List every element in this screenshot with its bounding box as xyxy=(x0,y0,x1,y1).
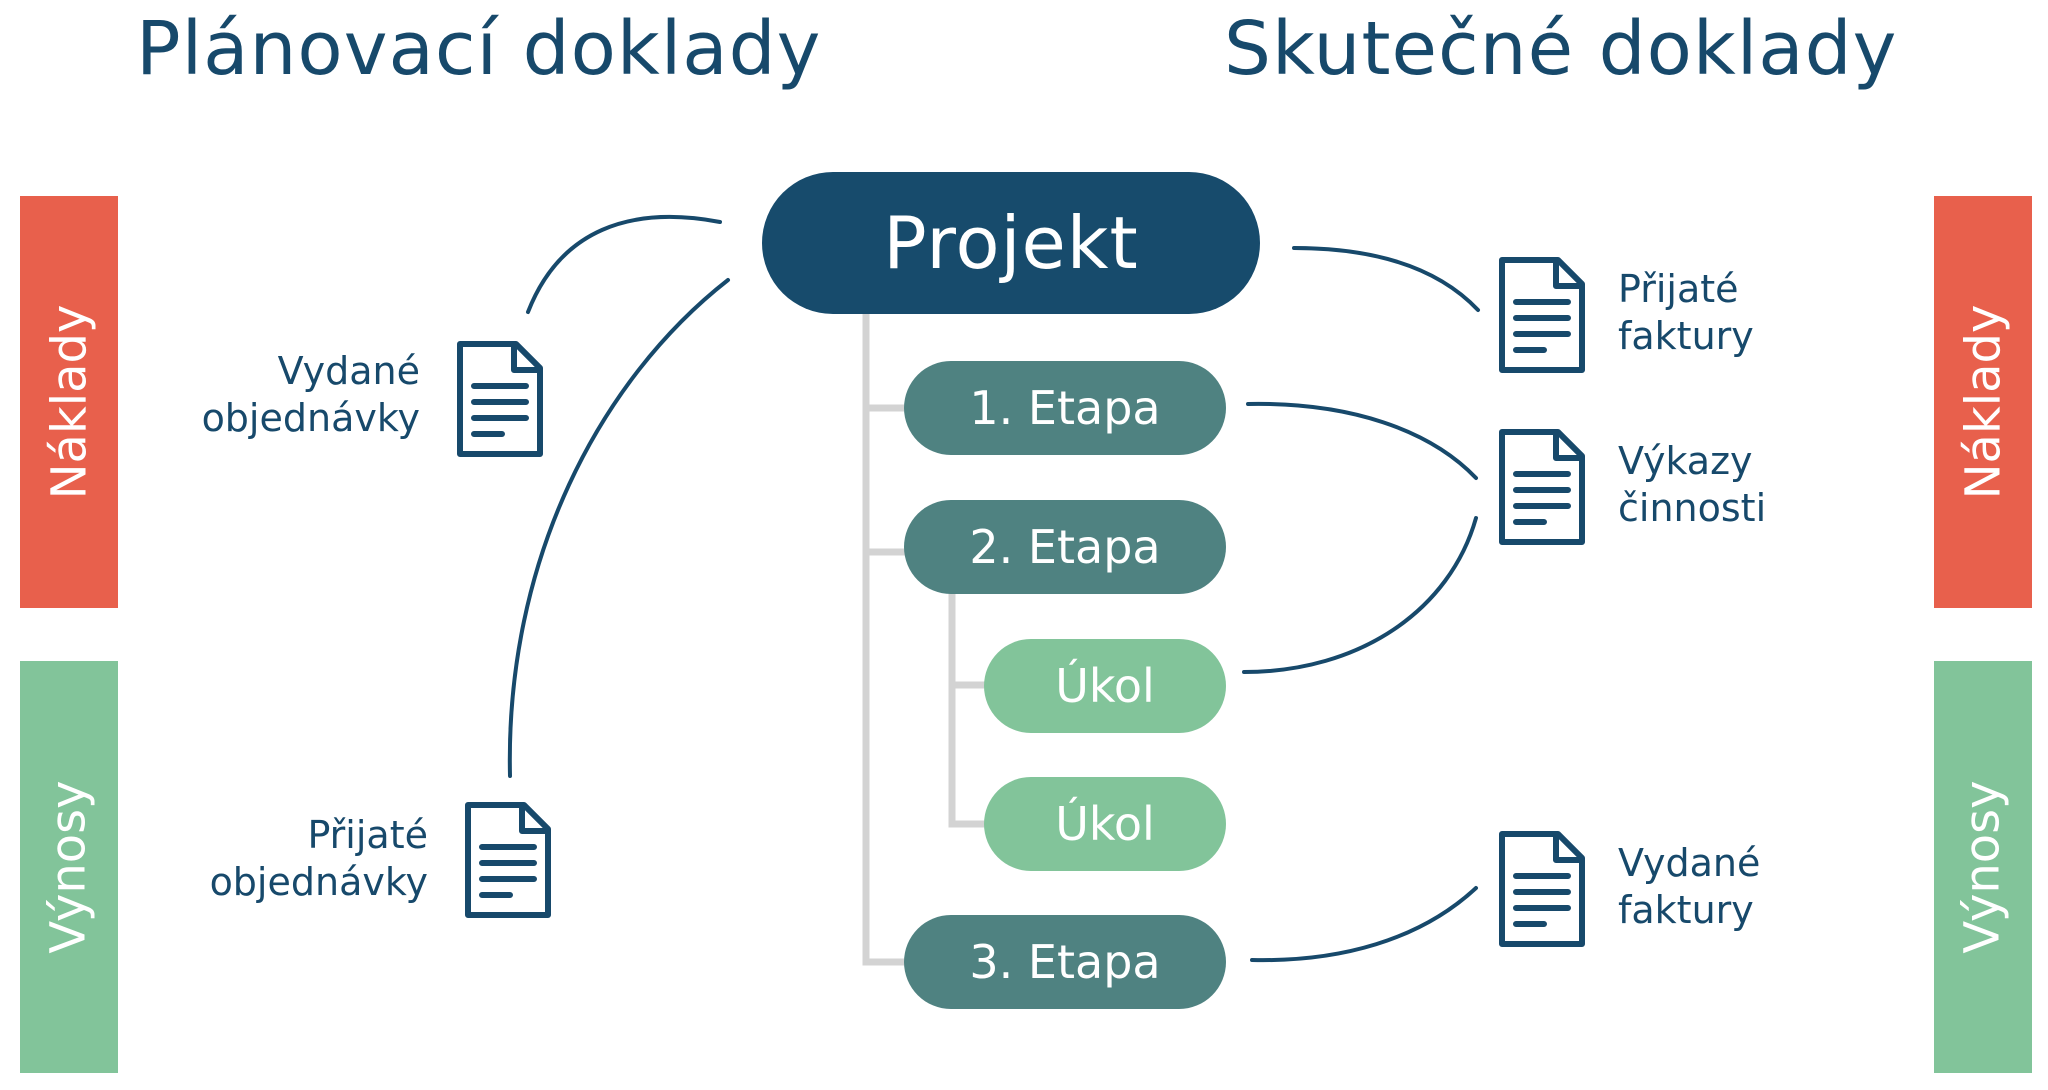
link-project-received-orders xyxy=(507,278,730,778)
work-reports-label-line-1: Výkazy xyxy=(1618,439,1753,483)
document-icon xyxy=(1499,831,1585,947)
stage-3-node-label: 3. Etapa xyxy=(969,935,1161,989)
document-icon xyxy=(457,341,543,457)
issued-orders-label: Vydané objednávky xyxy=(202,348,420,442)
document-link-curves xyxy=(507,214,1480,963)
issued-orders-label-line-1: Vydané xyxy=(277,349,420,393)
task-2-node: Úkol xyxy=(984,777,1226,871)
issued-invoices-label-line-2: faktury xyxy=(1618,888,1754,932)
stage-2-node: 2. Etapa xyxy=(904,500,1226,594)
link-task-work-reports xyxy=(1242,516,1478,674)
hierarchy-tree-lines xyxy=(862,310,988,966)
task-1-node: Úkol xyxy=(984,639,1226,733)
project-node-label: Projekt xyxy=(883,201,1139,285)
link-project-received-invoices xyxy=(1292,246,1480,312)
link-project-issued-orders xyxy=(526,214,722,314)
task-1-node-label: Úkol xyxy=(1055,659,1155,713)
link-stage-3-issued-invoices xyxy=(1250,886,1478,963)
work-reports-label-line-2: činnosti xyxy=(1618,486,1767,530)
heading-actual-documents: Skutečné doklady xyxy=(1224,6,1898,92)
link-stage-1-work-reports xyxy=(1246,401,1478,480)
heading-planned-documents: Plánovací doklady xyxy=(136,6,822,92)
received-invoices-label-line-2: faktury xyxy=(1618,314,1754,358)
received-orders-label: Přijaté objednávky xyxy=(210,812,428,906)
issued-invoices-label: Vydané faktury xyxy=(1618,840,1760,934)
revenues-bar-left: Výnosy xyxy=(20,661,118,1073)
revenues-bar-right: Výnosy xyxy=(1934,661,2032,1073)
task-2-node-label: Úkol xyxy=(1055,797,1155,851)
costs-bar-left: Náklady xyxy=(20,196,118,608)
stage-3-node: 3. Etapa xyxy=(904,915,1226,1009)
stage-1-node: 1. Etapa xyxy=(904,361,1226,455)
document-icon xyxy=(1499,429,1585,545)
costs-bar-right: Náklady xyxy=(1934,196,2032,608)
document-icon xyxy=(465,802,551,918)
stage-1-node-label: 1. Etapa xyxy=(969,381,1161,435)
received-invoices-label: Přijaté faktury xyxy=(1618,266,1754,360)
received-invoices-label-line-1: Přijaté xyxy=(1618,267,1739,311)
issued-orders-label-line-2: objednávky xyxy=(201,396,420,440)
project-node: Projekt xyxy=(762,172,1260,314)
work-reports-label: Výkazy činnosti xyxy=(1618,438,1766,532)
issued-invoices-label-line-1: Vydané xyxy=(1618,841,1761,885)
received-orders-label-line-1: Přijaté xyxy=(307,813,428,857)
received-orders-label-line-2: objednávky xyxy=(209,860,428,904)
stage-2-node-label: 2. Etapa xyxy=(969,520,1161,574)
document-icon xyxy=(1499,257,1585,373)
